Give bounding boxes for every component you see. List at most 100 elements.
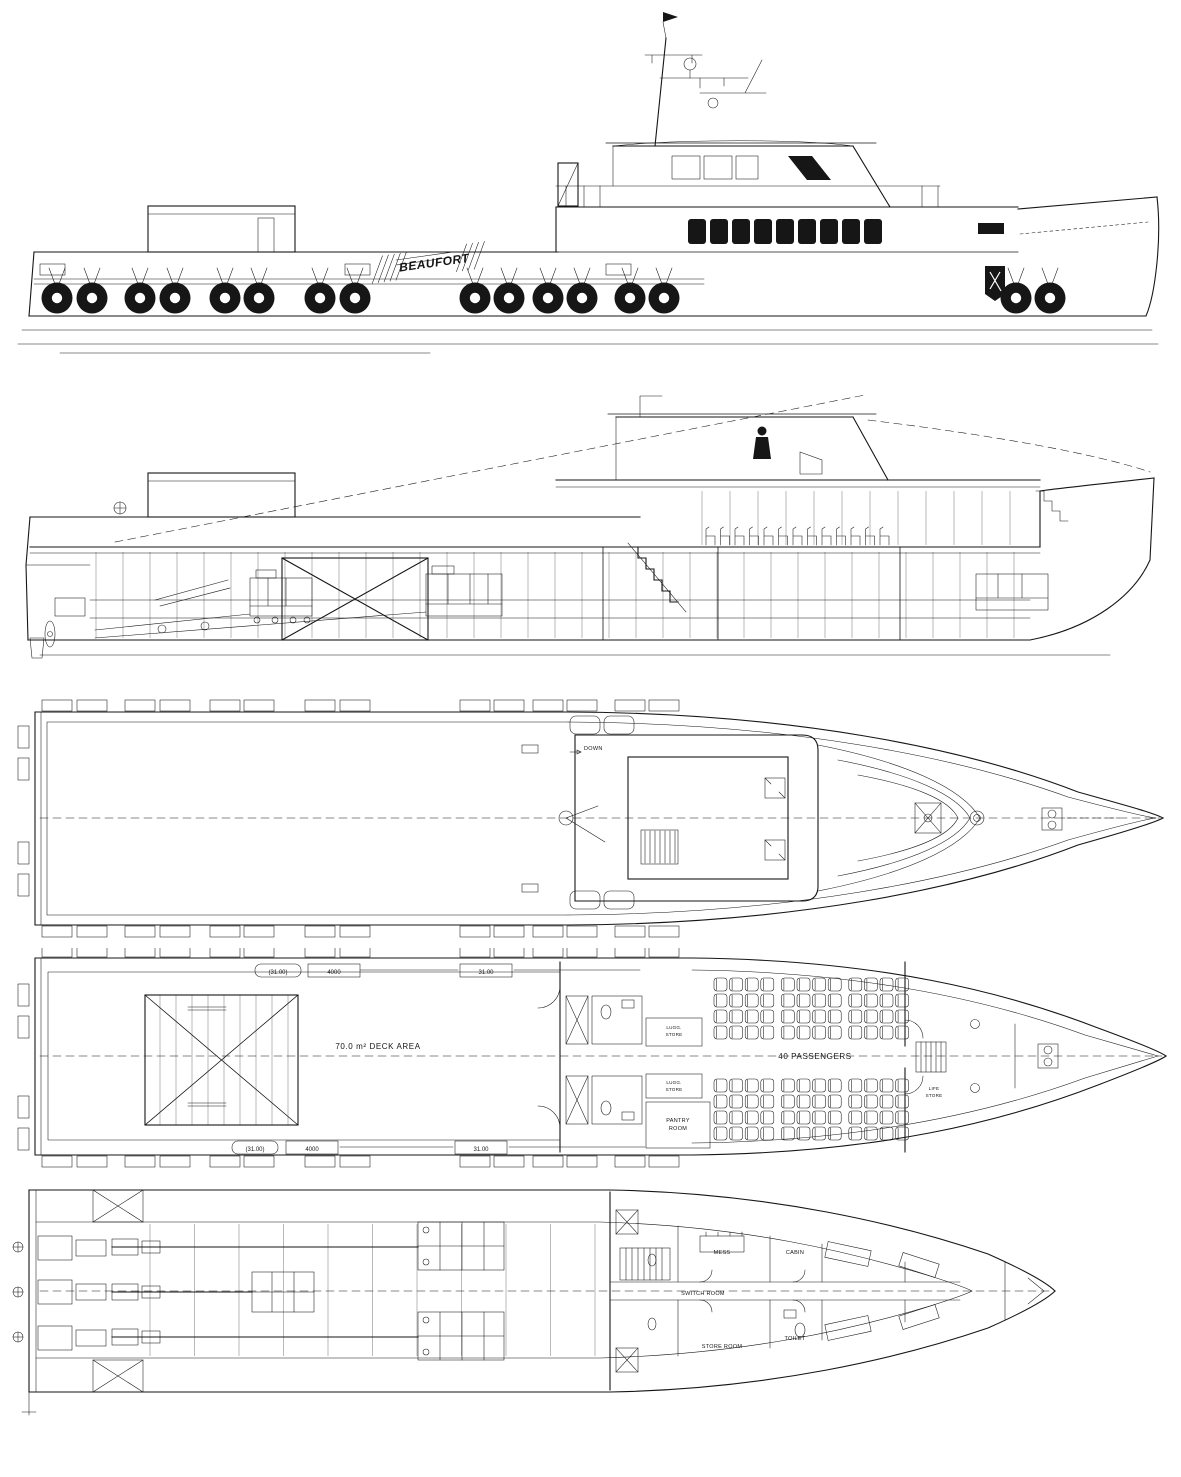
hull-plan-outline (21, 1189, 1056, 1416)
stairs-plan (619, 1247, 671, 1281)
store-label: STORE (666, 1032, 683, 1037)
liferaft-icon (603, 890, 635, 910)
deck-outline (34, 957, 1167, 1156)
foredeck-fittings (521, 715, 1123, 910)
cabin-label: CABIN (786, 1250, 804, 1256)
liferaft-icon (603, 715, 635, 735)
wc-room (591, 995, 643, 1045)
internal-structure (89, 546, 1031, 641)
pantry-label: PANTRY (666, 1118, 690, 1124)
propeller-icon (44, 620, 56, 648)
dim-label: (31.00) (268, 970, 287, 976)
rudder-icon (29, 637, 45, 659)
main-deck-plan-view: (31.00) 4000 31.00 (31.00) 4000 31.00 70… (17, 948, 1167, 1168)
dim-label: (31.00) (245, 1147, 264, 1153)
bow-name-plate (978, 223, 1004, 234)
down-label: DOWN (584, 746, 603, 752)
cargo-hatch (144, 994, 299, 1126)
luggage-store (645, 1017, 703, 1047)
hull-profile (17, 196, 1160, 354)
stern-brackets (17, 725, 30, 897)
toilet-icon (647, 1317, 657, 1331)
life-store-label: LIFE (929, 1086, 940, 1091)
outboard-profile-view: BEAUFORT (17, 12, 1160, 354)
dim-label: 31.00 (473, 1147, 489, 1153)
pantry-room (645, 1101, 711, 1149)
berth (898, 1252, 940, 1278)
wheelhouse-top (627, 756, 789, 880)
fender-brackets-top (41, 948, 680, 958)
shower-icon (615, 1347, 639, 1373)
cabin-windows (688, 219, 882, 244)
fender-tires (41, 267, 1066, 314)
wc-room (591, 1075, 643, 1125)
sink-icon (783, 1309, 797, 1319)
lower-deck-plan-view: MESS SWITCH ROOM STORE ROOM CABIN TOILET (12, 1189, 1056, 1416)
deckhouse-interior: LUGG. STORE LUGG. STORE PANTRY ROOM (537, 961, 711, 1153)
crane-icon (558, 810, 574, 826)
life-ring-icon (969, 810, 985, 826)
pantry-label: ROOM (669, 1126, 687, 1132)
void-spaces (92, 1189, 144, 1393)
mess-label: MESS (714, 1250, 731, 1256)
fender-brackets-bottom (41, 1155, 680, 1168)
cargo-deck-outline (34, 711, 569, 926)
dim-label: 31.00 (478, 970, 494, 976)
bitt-icon (970, 1019, 980, 1029)
mast-flag-icon (663, 12, 678, 22)
store-label: STORE (666, 1087, 683, 1092)
store-room-label: STORE ROOM (702, 1344, 743, 1350)
berth (898, 1304, 940, 1330)
luggage-store (645, 1073, 703, 1099)
store-label: LUGG. (666, 1025, 681, 1030)
aft-deckhouse (147, 205, 296, 253)
bow-details (39, 223, 1005, 301)
accommodation-plan: MESS SWITCH ROOM STORE ROOM CABIN TOILET (609, 1191, 1045, 1391)
mess-table (699, 1235, 745, 1253)
frames (149, 1224, 596, 1356)
stair-hatch (640, 829, 679, 865)
life-store-label: STORE (926, 1093, 943, 1098)
anchor-icon (985, 266, 1005, 301)
fender-brackets-bottom (41, 925, 680, 938)
shower-icon (615, 1209, 639, 1235)
berth (824, 1241, 872, 1267)
passenger-seats (713, 977, 909, 1141)
sink-icon (621, 999, 635, 1009)
switch-room-label: SWITCH ROOM (681, 1291, 725, 1297)
toilet-label: TOILET (785, 1336, 806, 1342)
toilet-icon (600, 1100, 612, 1116)
antenna-dome-icon (707, 97, 719, 109)
dim-label: 4000 (305, 1147, 319, 1153)
shafts-and-props (12, 1238, 161, 1346)
superstructure (555, 140, 1019, 253)
helmsman-figure (757, 426, 767, 436)
dim-label: 4000 (327, 970, 341, 976)
dimension-tags: (31.00) 4000 31.00 (31.00) 4000 31.00 (231, 963, 646, 1155)
windlass-icon (1041, 807, 1063, 831)
hull-section (25, 472, 1155, 656)
fender-brackets-top (41, 699, 680, 712)
liferaft-icon (569, 715, 601, 735)
forward-vestibule: LIFE STORE (904, 961, 1059, 1153)
beaufort-logo: BEAUFORT (371, 241, 485, 284)
deckhouse-roof: DOWN (569, 734, 981, 902)
bow-deck-outline (567, 711, 1164, 926)
inboard-profile-view (25, 394, 1155, 659)
radar-icon (683, 57, 697, 71)
deck-area-label: 70.0 m² DECK AREA (335, 1042, 420, 1051)
windlass-icon (1037, 1043, 1059, 1069)
toilet-icon (794, 1322, 806, 1338)
machinery-plan (37, 1221, 505, 1361)
sink-icon (621, 1111, 635, 1121)
upper-deck-plan-view: DOWN (17, 699, 1164, 938)
passengers-label: 40 PASSENGERS (778, 1052, 851, 1061)
machinery-profile (25, 564, 1049, 659)
mast (644, 12, 767, 147)
seat-row-profile (705, 526, 890, 546)
toilet-icon (600, 1004, 612, 1020)
toilet-icon (647, 1253, 657, 1267)
mast-base-icon (914, 802, 942, 834)
store-label: LUGG. (666, 1080, 681, 1085)
